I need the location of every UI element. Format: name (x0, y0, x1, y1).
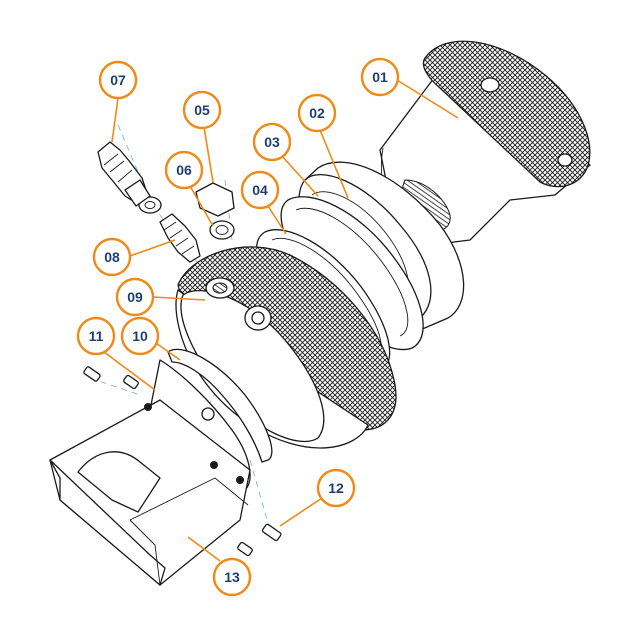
callout-06: 06 (164, 150, 214, 227)
callout-04: 04 (240, 170, 287, 235)
callout-01: 01 (360, 57, 459, 119)
part-13-base-block (49, 399, 251, 586)
callout-02: 02 (297, 93, 349, 199)
part-10-clip-ring (167, 348, 273, 463)
callout-03-label: 03 (264, 134, 280, 150)
callout-04-label: 04 (252, 182, 268, 198)
callout-12-label: 12 (328, 480, 344, 496)
part-08-threaded-fitting (159, 213, 201, 263)
part-09-knurled-body (175, 246, 397, 449)
callout-06-label: 06 (176, 162, 192, 178)
callout-09: 09 (115, 277, 206, 317)
callout-02-label: 02 (309, 105, 325, 121)
callout-07: 07 (98, 60, 138, 143)
callout-05: 05 (182, 90, 222, 183)
callout-13-label: 13 (224, 569, 240, 585)
callout-07-label: 07 (110, 72, 126, 88)
callout-03: 03 (252, 122, 319, 197)
callout-10: 10 (120, 316, 181, 361)
callout-12: 12 (279, 468, 356, 527)
callout-10-label: 10 (132, 328, 148, 344)
part-07-quick-coupler (97, 141, 151, 207)
callout-layer: 01 02 03 04 05 06 07 (76, 57, 459, 597)
callout-05-label: 05 (194, 102, 210, 118)
callout-13: 13 (187, 536, 252, 597)
callout-11: 11 (76, 316, 156, 391)
callout-08: 08 (92, 237, 176, 277)
part-06-washer (138, 196, 162, 214)
callout-01-label: 01 (372, 69, 388, 85)
callout-09-label: 09 (127, 289, 143, 305)
callout-08-label: 08 (104, 249, 120, 265)
part-12-set-screws (83, 366, 282, 557)
part-05-hex-plug (195, 182, 235, 240)
callout-11-label: 11 (89, 328, 104, 344)
